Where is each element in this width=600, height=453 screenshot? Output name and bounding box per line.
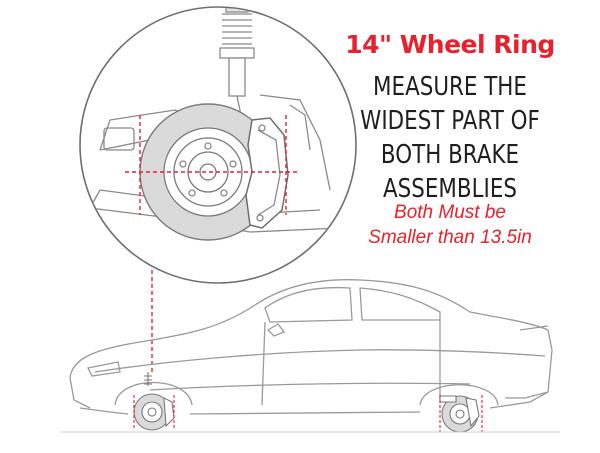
- size-requirement-note: Both Must be Smaller than 13.5in: [335, 200, 565, 250]
- car-side-view: [69, 279, 553, 415]
- brake-caliper: [245, 117, 289, 229]
- instruction-line: ASSEMBLIES: [383, 174, 517, 204]
- instruction-line: MEASURE THE: [373, 72, 527, 102]
- front-brake-small: [133, 372, 175, 431]
- instruction-line: BOTH BRAKE: [380, 140, 520, 170]
- magnified-brake-view: [79, 6, 357, 284]
- instruction-text: MEASURE THE WIDEST PART OF BOTH BRAKE AS…: [349, 70, 551, 206]
- measurement-lines: [125, 115, 298, 215]
- coil-spring: [219, 8, 255, 121]
- instruction-line: WIDEST PART OF: [360, 106, 540, 136]
- note-line: Smaller than 13.5in: [368, 227, 532, 248]
- heading-wheel-ring: 14" Wheel Ring: [345, 30, 555, 59]
- rear-brake-small: [439, 395, 483, 433]
- lug-studs: [179, 142, 237, 197]
- note-line: Both Must be: [394, 202, 506, 223]
